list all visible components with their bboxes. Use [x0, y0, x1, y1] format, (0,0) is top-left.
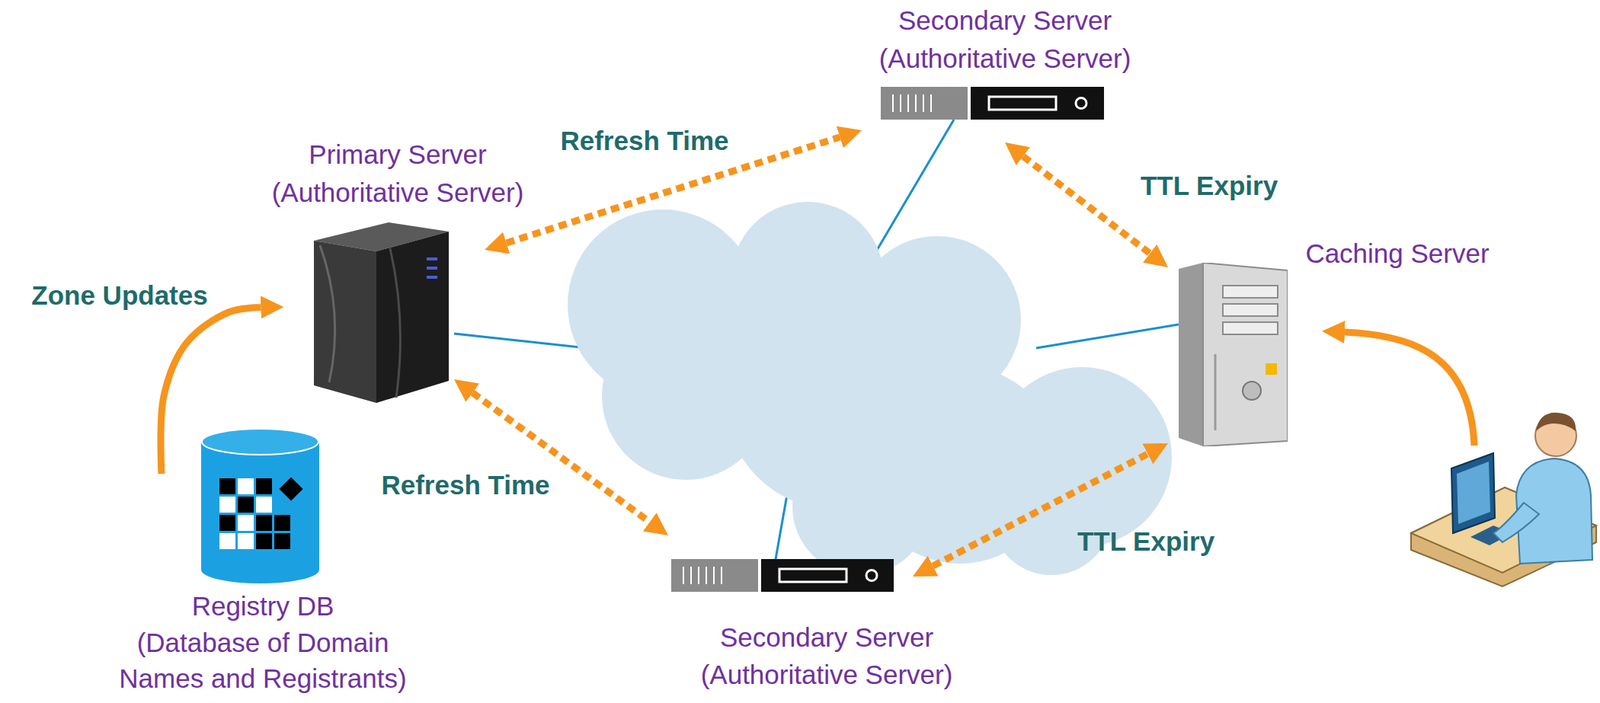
- tower-icon: [313, 222, 449, 404]
- secondary-server: Secondary Server(Authoritative Server): [880, 86, 1104, 120]
- edge-label: Refresh Time: [380, 469, 550, 502]
- server-name: Caching Server: [1305, 234, 1489, 273]
- node-label: Caching Server: [1305, 234, 1489, 273]
- server-name: Secondary Server: [700, 618, 954, 656]
- node-label: Secondary Server(Authoritative Server): [879, 1, 1132, 78]
- node-label: Primary Server(Authoritative Server): [272, 135, 525, 212]
- server-role: (Authoritative Server): [700, 656, 954, 694]
- rack-icon: [880, 86, 1104, 120]
- server-name: Secondary Server: [879, 1, 1132, 40]
- server-name: Registry DB: [106, 588, 420, 625]
- registry-database: Registry DB(Database of Domain Names and…: [201, 428, 320, 584]
- edge-label: TTL Expiry: [1140, 169, 1278, 202]
- dotted-arrow: [1023, 156, 1150, 254]
- user-at-desk: [1411, 412, 1597, 587]
- node-label: Secondary Server(Authoritative Server): [700, 618, 954, 694]
- server-role: (Authoritative Server): [879, 39, 1132, 78]
- db-icon: [201, 428, 320, 584]
- server-role: (Authoritative Server): [272, 173, 525, 212]
- caching-server: Caching Server: [1178, 262, 1288, 447]
- secondary-server: Secondary Server(Authoritative Server): [671, 559, 894, 592]
- request-arrow: [1344, 332, 1475, 446]
- primary-server: Primary Server(Authoritative Server): [313, 222, 449, 404]
- pc-icon: [1178, 262, 1288, 447]
- edge-label: Zone Updates: [31, 279, 208, 312]
- node-label: Registry DB(Database of Domain Names and…: [106, 588, 420, 698]
- dotted-arrow: [472, 393, 650, 523]
- edge-label: TTL Expiry: [1077, 525, 1215, 558]
- cloud: [567, 201, 1172, 576]
- edge-label: Refresh Time: [560, 124, 729, 157]
- server-name: Primary Server: [272, 135, 525, 174]
- server-role: (Database of Domain Names and Registrant…: [106, 624, 420, 698]
- rack-icon: [671, 559, 894, 592]
